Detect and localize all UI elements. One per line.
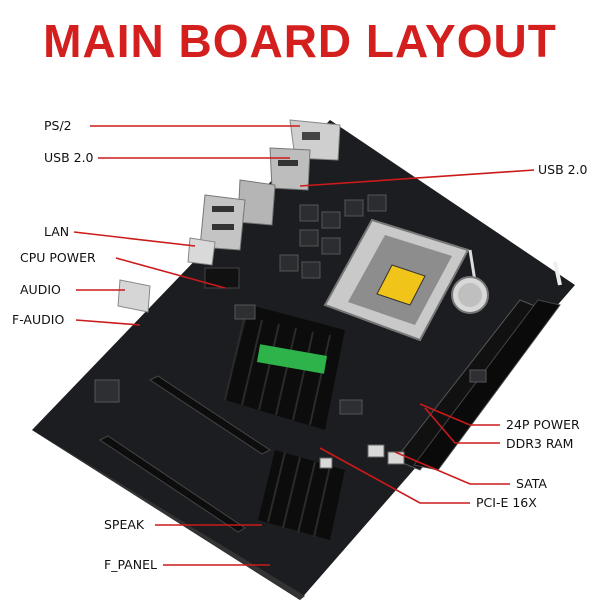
rear-io-panel [117,119,341,313]
label-f-audio: F-AUDIO [12,312,65,327]
label-ddr3-ram: DDR3 RAM [506,436,574,451]
chipset-heatsink-icon [224,305,345,540]
label-usb-left: USB 2.0 [44,150,94,165]
small-ics [94,304,487,415]
page-title: MAIN BOARD LAYOUT [43,15,557,67]
board-edge [32,430,305,600]
label-lan: LAN [44,224,70,239]
sata-ports [319,444,405,469]
label-cpu-power: CPU POWER [20,250,96,265]
label-pcie: PCI-E 16X [476,495,537,510]
label-24p-power: 24P POWER [506,417,580,432]
vrm-chokes [279,194,387,279]
label-speak: SPEAK [104,517,145,532]
label-audio: AUDIO [20,282,61,297]
pcie-slots [99,375,271,533]
label-sata: SATA [516,476,547,491]
label-f-panel: F_PANEL [104,557,157,572]
leader-lines [73,125,535,566]
label-usb-right: USB 2.0 [538,162,588,177]
cpu-power-connector [204,267,240,289]
cpu-socket-icon [323,218,480,342]
coin-battery-icon [451,276,489,314]
label-ps2: PS/2 [44,118,72,133]
ddr3-ram-slots [394,261,562,471]
